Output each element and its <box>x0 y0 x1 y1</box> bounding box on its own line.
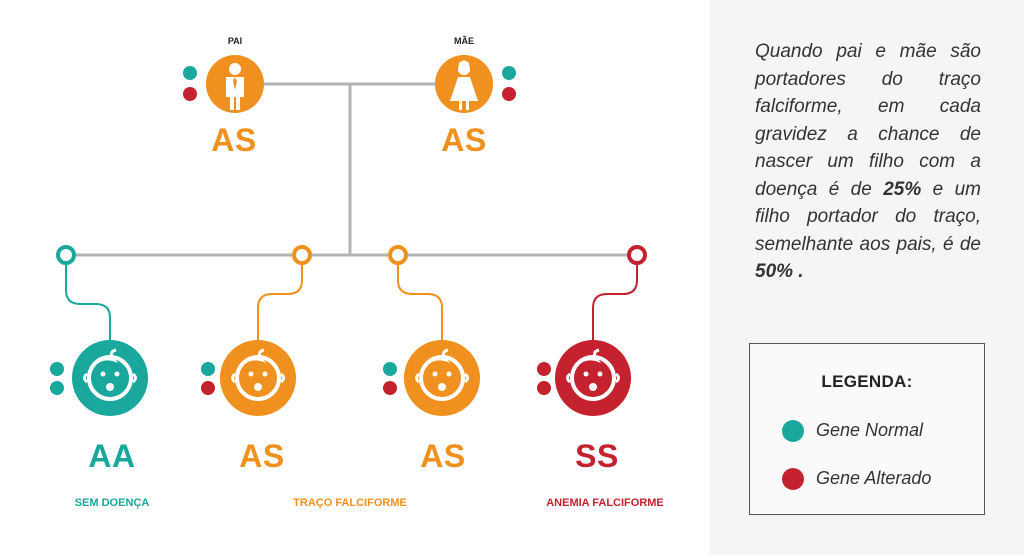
explanation-part2: e um filho portador do traço, semelhante… <box>755 178 981 255</box>
child-genotype-as-2: AS <box>420 438 466 474</box>
mae-genotype: AS <box>441 122 487 158</box>
ss-gene-dot-2 <box>537 381 551 395</box>
pedigree-svg <box>50 55 647 416</box>
gene-normal-dot <box>782 420 804 442</box>
baby-face-icon <box>555 340 631 416</box>
explanation-part1: Quando pai e mãe são portadores do traço… <box>755 41 981 200</box>
node-ring-ss <box>627 245 647 265</box>
connector-as-2 <box>397 263 443 345</box>
mae-label: MÃE <box>454 36 474 46</box>
pai-gene-normal-dot <box>183 66 197 80</box>
node-ring-as-1 <box>292 245 312 265</box>
node-ring-as-2 <box>388 245 408 265</box>
node-ring-aa <box>56 245 76 265</box>
pai-gene-altered-dot <box>183 87 197 101</box>
mae-gene-normal-dot <box>502 66 516 80</box>
aa-gene-dot-1 <box>50 362 64 376</box>
mae-gene-altered-dot <box>502 87 516 101</box>
baby-face-icon <box>404 340 480 416</box>
pai-label: PAI <box>227 36 243 46</box>
father-icon <box>206 55 264 113</box>
connector-as-1 <box>257 263 303 345</box>
child-genotype-as-1: AS <box>239 438 285 474</box>
baby-face-icon <box>220 340 296 416</box>
pct-doenca: 25% <box>883 178 922 200</box>
ss-gene-dot-1 <box>537 362 551 376</box>
pai-genotype: AS <box>211 122 257 158</box>
as2-gene-dot-2 <box>383 381 397 395</box>
baby-face-icon <box>72 340 148 416</box>
mother-icon <box>435 55 493 113</box>
connector-aa <box>65 263 111 345</box>
connector-ss <box>592 263 638 345</box>
child-genotype-aa: AA <box>88 438 136 474</box>
label-traco-falciforme: TRAÇO FALCIFORME <box>293 497 407 509</box>
pct-traco: 50% <box>755 261 794 282</box>
aa-gene-dot-2 <box>50 381 64 395</box>
pedigree-lines <box>74 82 631 257</box>
legend-normal-label: Gene Normal <box>816 420 924 440</box>
legend-altered-label: Gene Alterado <box>816 468 932 488</box>
explanation-text: Quando pai e mãe são portadores do traço… <box>755 38 981 286</box>
as1-gene-dot-1 <box>201 362 215 376</box>
gene-altered-dot <box>782 468 804 490</box>
child-genotype-ss: SS <box>575 438 619 474</box>
as2-gene-dot-1 <box>383 362 397 376</box>
legend-box: LEGENDA: Gene Normal Gene Alterado <box>749 343 985 515</box>
inheritance-diagram: PAI MÃE AS AS AA AS AS SS SEM DOENÇA TRA… <box>50 36 664 509</box>
explanation-part3: . <box>793 261 804 282</box>
label-sem-doenca: SEM DOENÇA <box>74 497 150 509</box>
label-anemia-falciforme: ANEMIA FALCIFORME <box>546 497 664 509</box>
as1-gene-dot-2 <box>201 381 215 395</box>
legend-title: LEGENDA: <box>821 372 913 391</box>
